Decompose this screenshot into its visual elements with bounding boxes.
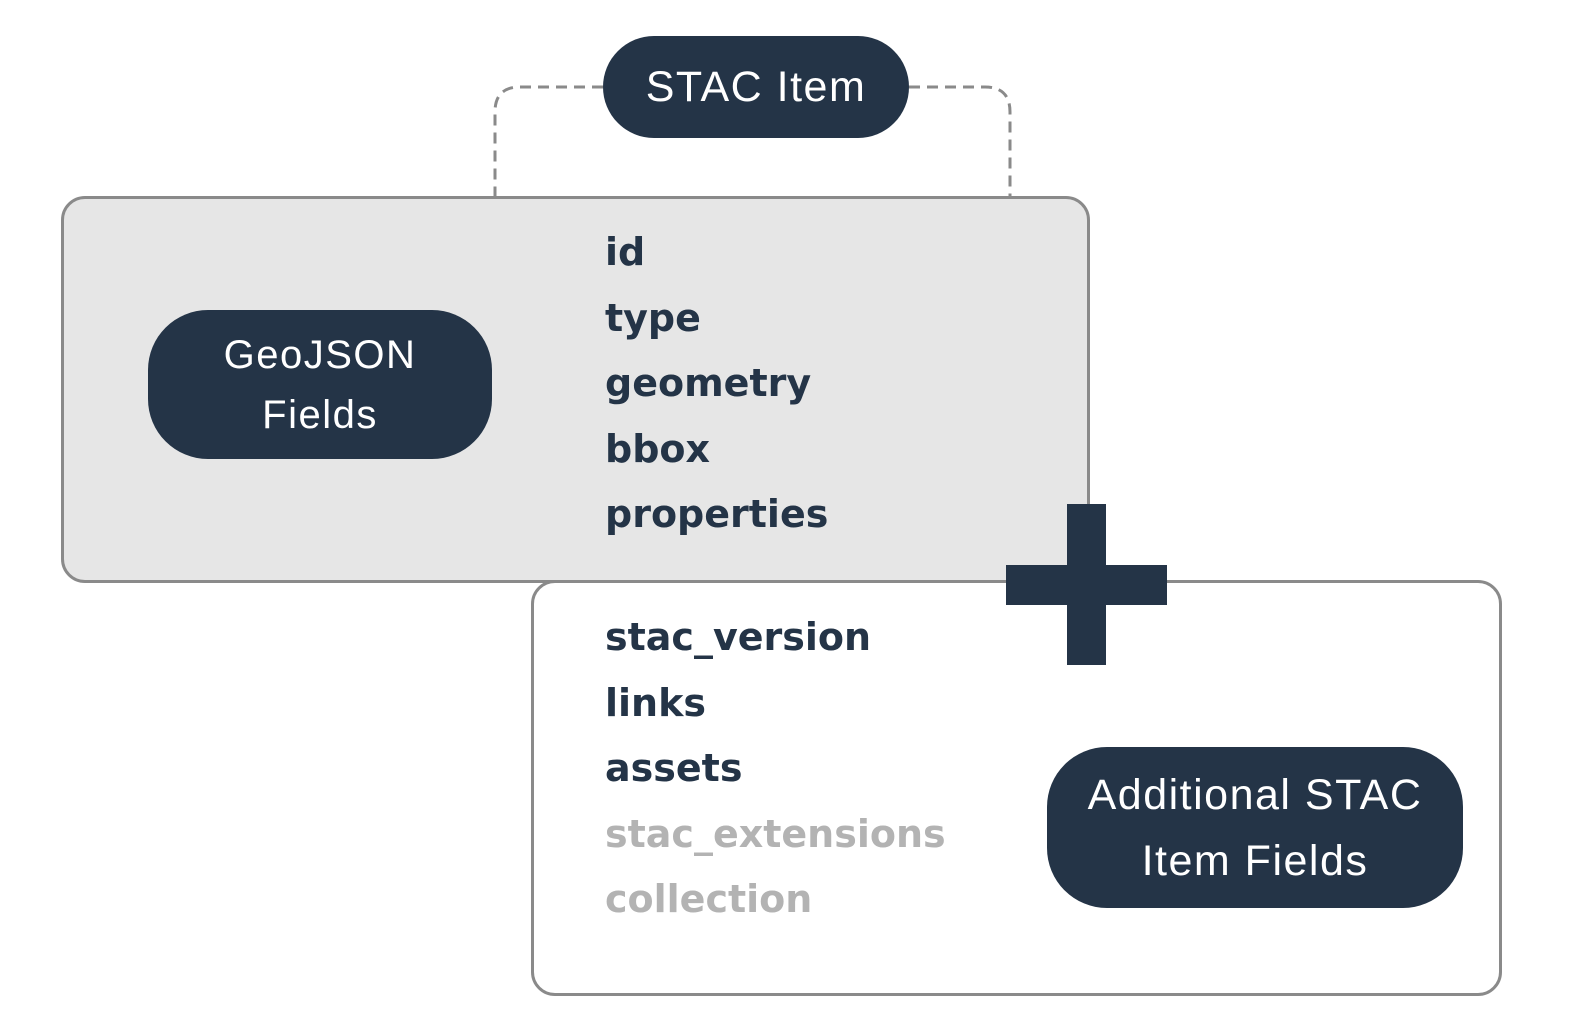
geojson-fields-node: GeoJSON Fields bbox=[148, 310, 492, 459]
connector-right bbox=[909, 85, 1012, 196]
optional-field-item: collection bbox=[605, 877, 813, 921]
field-item: bbox bbox=[605, 426, 711, 471]
geojson-field-list: id type geometry bbox properties bbox=[605, 220, 828, 548]
stac-label-line1: Additional STAC bbox=[1087, 770, 1423, 819]
additional-stac-fields-node: Additional STAC Item Fields bbox=[1047, 747, 1463, 908]
field-item: geometry bbox=[605, 361, 812, 405]
plus-icon bbox=[1006, 504, 1167, 665]
stac-item-label: STAC Item bbox=[645, 62, 867, 111]
field-item: stac_version bbox=[605, 615, 872, 659]
field-item: id bbox=[605, 230, 646, 274]
field-item: properties bbox=[605, 492, 829, 536]
field-item: type bbox=[605, 295, 701, 340]
geojson-label-line2: Fields bbox=[262, 392, 378, 437]
stac-item-node: STAC Item bbox=[603, 36, 909, 138]
stac-field-list: stac_version links assets stac_extension… bbox=[605, 605, 946, 933]
field-item: assets bbox=[605, 746, 743, 790]
geojson-label-line1: GeoJSON bbox=[223, 332, 417, 377]
plus-icon-horizontal-bar bbox=[1006, 565, 1167, 605]
optional-field-item: stac_extensions bbox=[605, 811, 946, 856]
geojson-fields-box: id type geometry bbox properties bbox=[61, 196, 1090, 583]
field-item: links bbox=[605, 680, 706, 725]
stac-label-line2: Item Fields bbox=[1141, 836, 1369, 885]
connector-left bbox=[493, 85, 603, 196]
